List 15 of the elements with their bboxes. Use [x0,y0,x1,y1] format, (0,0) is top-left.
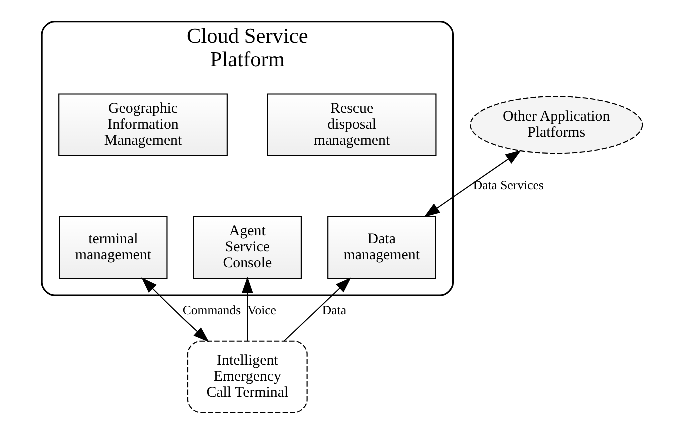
node-box: Rescue disposal management [267,93,437,156]
node-ellipse: Other Application Platforms [470,96,644,154]
node-box: Agent Service Console [193,216,302,279]
arrow [242,276,254,341]
arrow [284,277,352,342]
edge-label: Data Services [473,178,544,192]
arrow [142,277,210,342]
node-box: terminal management [59,216,168,279]
edge-label: Voice [248,302,276,317]
edge-label: Commands [182,302,242,317]
node-box: Geographic Information Management [58,93,228,156]
edge-label: Data [322,302,347,317]
arrow [424,150,522,217]
node-box: Intelligent Emergency Call Terminal [187,340,308,413]
node-box: Data management [328,216,436,279]
